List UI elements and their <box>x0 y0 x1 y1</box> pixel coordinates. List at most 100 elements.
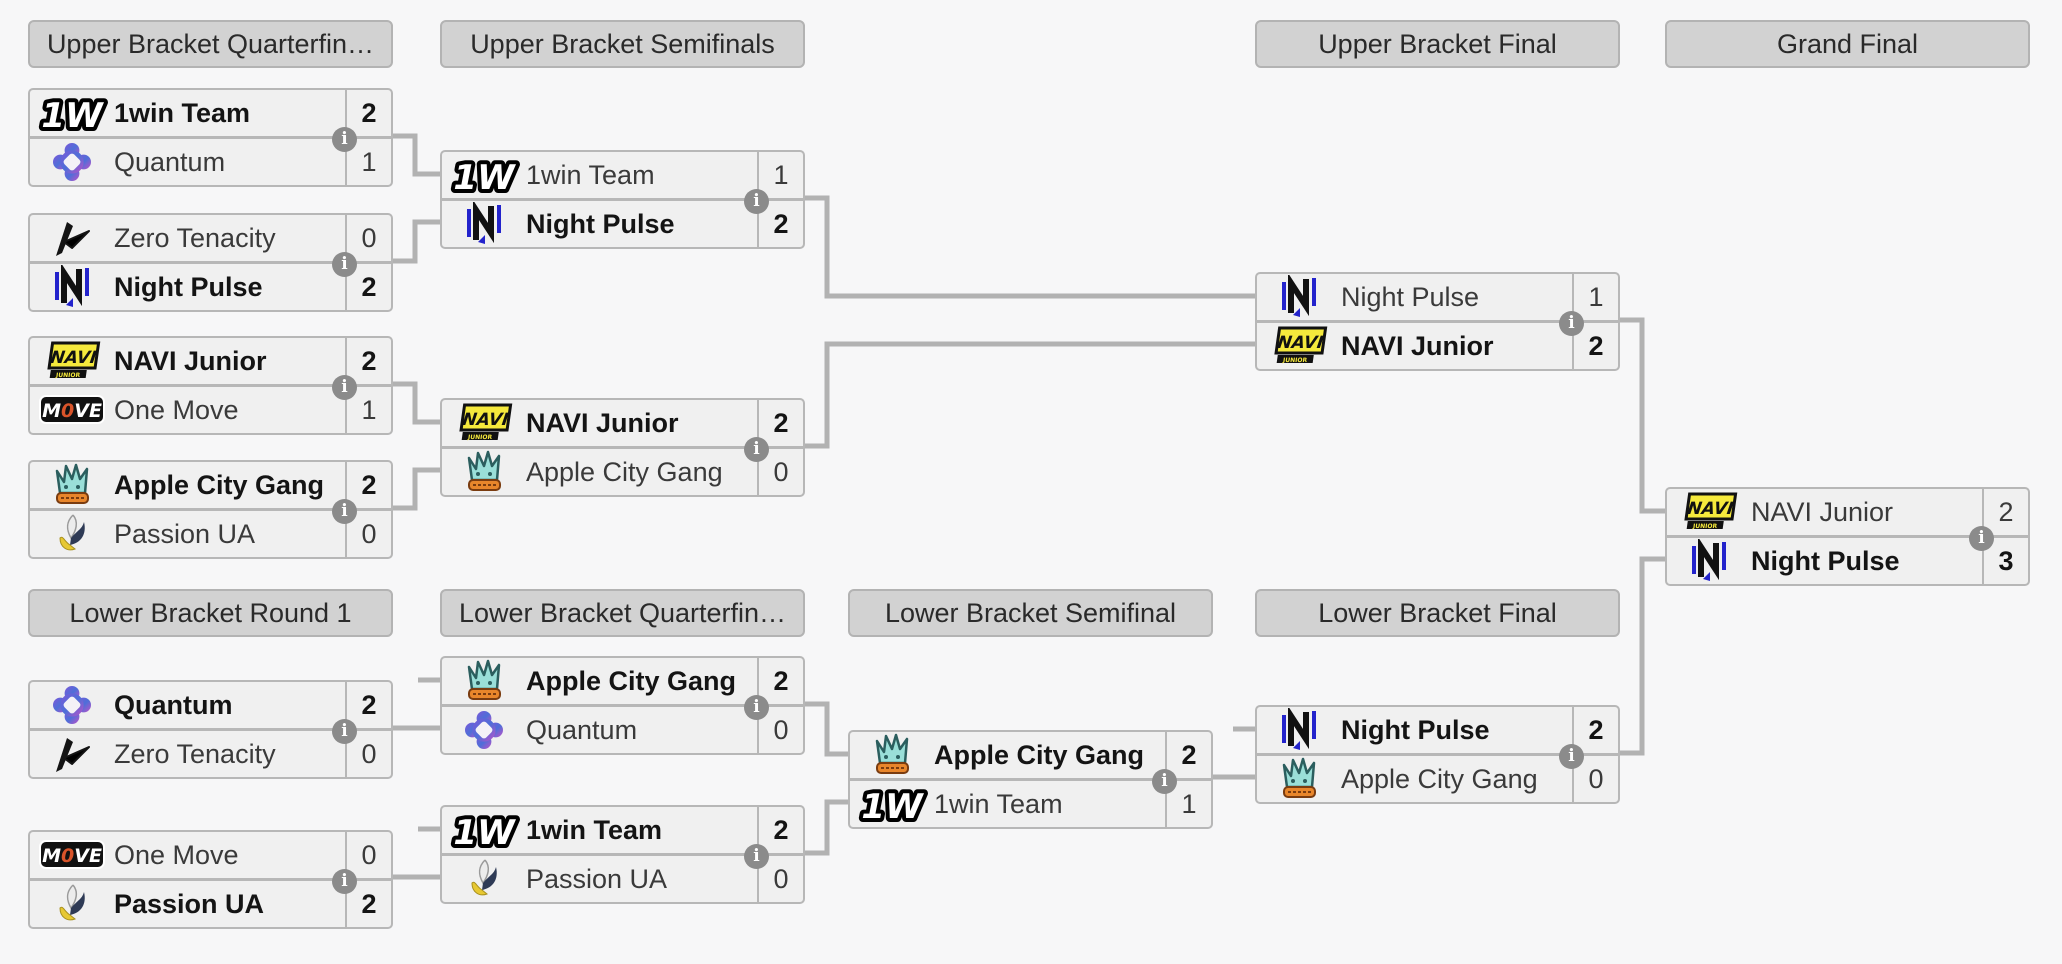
team-name: Passion UA <box>114 888 265 919</box>
team-score: 0 <box>757 449 803 495</box>
team-name: Night Pulse <box>1341 714 1490 745</box>
svg-text:JUNIOR: JUNIOR <box>55 372 81 379</box>
team-score: 2 <box>345 264 391 310</box>
night-pulse-icon <box>442 202 526 246</box>
passion-ua-icon <box>442 858 526 900</box>
match-info-icon[interactable]: i <box>1559 744 1584 769</box>
svg-text:NAVI: NAVI <box>461 410 510 430</box>
match-info-icon[interactable]: i <box>332 127 357 152</box>
apple-city-gang-icon <box>850 732 934 778</box>
team-name: Passion UA <box>526 863 668 894</box>
team-name: Night Pulse <box>1341 281 1480 312</box>
match-info-icon[interactable]: i <box>332 869 357 894</box>
team-name: 1win Team <box>526 814 663 845</box>
quantum-icon <box>30 143 114 181</box>
team-name: Night Pulse <box>114 271 263 302</box>
svg-text:1W: 1W <box>453 813 516 853</box>
team-name: Passion UA <box>114 518 256 549</box>
team-name: 1win Team <box>934 788 1063 819</box>
night-pulse-icon <box>1257 708 1341 752</box>
team-score: 0 <box>757 707 803 753</box>
apple-city-gang-icon <box>1257 756 1341 802</box>
bracket-connector-line <box>393 133 440 177</box>
one-move-icon: M0VE <box>30 394 114 426</box>
round-header-lb-sf: Lower Bracket Semifinal <box>848 589 1213 637</box>
svg-text:NAVI: NAVI <box>1276 333 1325 353</box>
bracket-connector-line <box>805 799 848 856</box>
night-pulse-icon <box>30 265 114 309</box>
bracket-connector-line <box>393 467 440 511</box>
round-header-ub-f: Upper Bracket Final <box>1255 20 1620 68</box>
apple-city-gang-icon <box>442 449 526 495</box>
team-score: 3 <box>1982 538 2028 584</box>
match-info-icon[interactable]: i <box>332 252 357 277</box>
round-header-lb-r1: Lower Bracket Round 1 <box>28 589 393 637</box>
team-score: 2 <box>345 682 391 728</box>
svg-text:JUNIOR: JUNIOR <box>1282 357 1308 364</box>
match-info-icon[interactable]: i <box>744 437 769 462</box>
match-info-icon[interactable]: i <box>332 499 357 524</box>
svg-text:1W: 1W <box>453 158 516 198</box>
team-name: One Move <box>114 839 239 870</box>
bracket-connector-line <box>805 701 848 757</box>
team-score: 2 <box>345 462 391 508</box>
match-info-icon[interactable]: i <box>1969 526 1994 551</box>
svg-text:NAVI: NAVI <box>1686 499 1735 519</box>
zero-tenacity-icon <box>30 734 114 774</box>
match-info-icon[interactable]: i <box>744 844 769 869</box>
match-info-icon[interactable]: i <box>744 189 769 214</box>
bracket-connector-line <box>805 195 1255 299</box>
team-score: 2 <box>345 338 391 384</box>
match-info-icon[interactable]: i <box>332 719 357 744</box>
team-score: 0 <box>345 731 391 777</box>
team-name: Night Pulse <box>526 208 675 239</box>
team-score: 0 <box>345 832 391 878</box>
1win-team-icon: 1W <box>850 780 934 828</box>
zero-tenacity-icon <box>30 218 114 258</box>
team-score: 2 <box>1572 323 1618 369</box>
navi-junior-icon: NAVI JUNIOR <box>1257 325 1341 367</box>
team-score: 2 <box>345 881 391 927</box>
team-score: 0 <box>345 215 391 261</box>
one-move-icon: M0VE <box>30 839 114 871</box>
team-row: Passion UA 2 <box>30 878 391 927</box>
svg-text:1W: 1W <box>41 96 104 136</box>
match-info-icon[interactable]: i <box>1152 769 1177 794</box>
round-header-lb-f: Lower Bracket Final <box>1255 589 1620 637</box>
team-score: 1 <box>345 387 391 433</box>
svg-text:1W: 1W <box>861 787 924 827</box>
team-name: Zero Tenacity <box>114 738 276 769</box>
match-info-icon[interactable]: i <box>1559 311 1584 336</box>
team-row: Zero Tenacity 0 <box>30 215 391 261</box>
bracket-connector-line <box>1620 556 1665 756</box>
team-name: One Move <box>114 394 239 425</box>
round-header-gf: Grand Final <box>1665 20 2030 68</box>
match-info-icon[interactable]: i <box>744 695 769 720</box>
team-score: 2 <box>757 201 803 247</box>
team-name: Zero Tenacity <box>114 222 276 253</box>
match-info-icon[interactable]: i <box>332 375 357 400</box>
